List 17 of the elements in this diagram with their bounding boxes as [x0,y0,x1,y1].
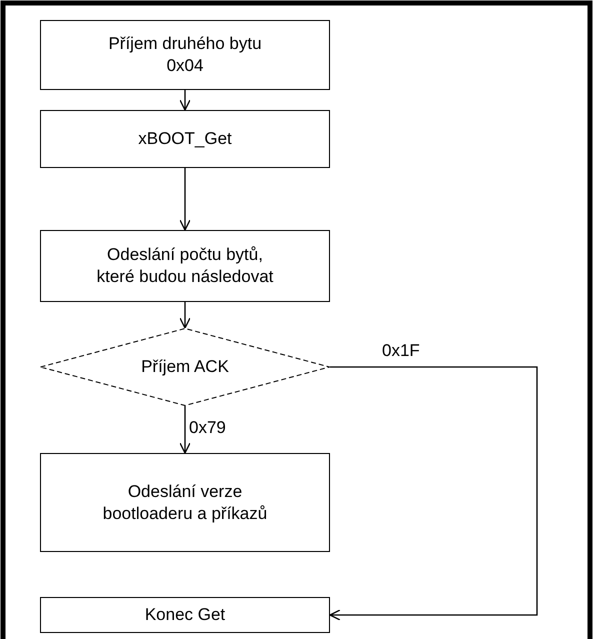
node-text: Příjem druhého bytu 0x04 [107,33,263,77]
arrow [179,406,191,454]
process-box [40,110,330,168]
process-box [40,20,330,90]
node-text: Příjem ACK [141,356,229,378]
process-box [40,597,330,633]
node-text: Konec Get [144,604,226,626]
arrow [179,302,191,329]
node-text: Odeslání počtu bytů, které budou následovat [96,244,274,288]
arrow [179,90,191,111]
node-text: xBOOT_Get [138,128,232,150]
node-text: Odeslání verze bootloaderu a příkazů [102,480,268,524]
arrow [179,168,191,231]
arrow [329,366,538,621]
process-box [40,453,330,552]
decision-diamond [40,328,330,406]
process-box [40,230,330,302]
